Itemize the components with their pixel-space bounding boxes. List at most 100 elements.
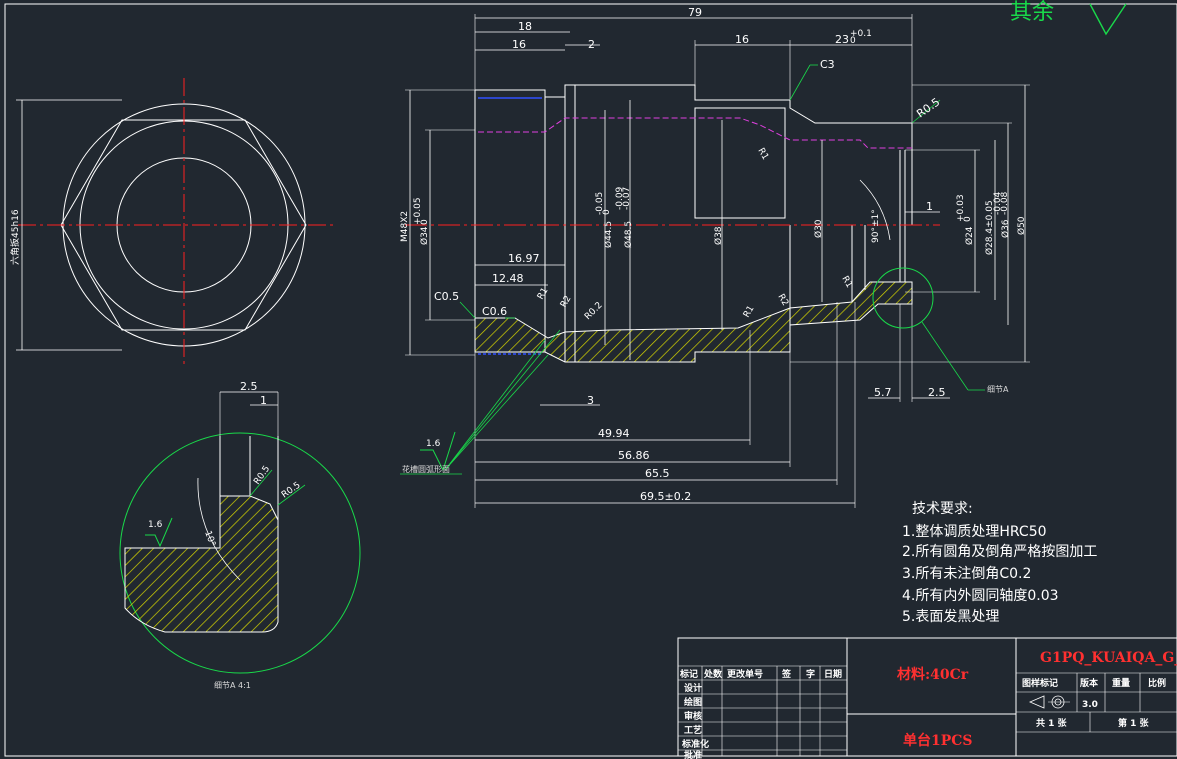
dim-d485-tol-upper: -0.09 [615,186,625,210]
dim-79: 79 [688,6,702,19]
dim-d445-tol-lower: 0 [602,209,612,215]
projection-symbol-icon [1028,695,1070,709]
detail-caption: 细节A 4:1 [214,680,251,690]
dim-23-tol-lower: 0 [850,36,856,46]
roughness-value-main: 1.6 [426,439,441,449]
detail-dim-1: 1 [260,394,267,407]
tb-drawing-code: G1PQ_KUAIQA_G_X_4 [1040,650,1177,666]
dim-16-left: 16 [512,38,526,51]
dim-m48x2: M48X2 [400,211,410,242]
dim-d36-tol-lower: -0.08 [1000,191,1010,215]
dim-1697: 16.97 [508,252,540,265]
tb-info-scale: 比例 [1148,677,1166,689]
tb-scale-value: 3.0 [1082,700,1098,710]
tech-req-item-5: 5.表面发黑处理 [902,609,999,625]
hex-size-label: 六角扳45h16 [9,209,21,265]
tb-info-version: 版本 [1079,677,1099,689]
title-block-frame [677,637,1177,757]
dim-d30: Ø30 [813,219,824,238]
leader-c3 [789,64,811,101]
dim-d34-tol-lower: 0 [420,219,430,225]
detail-angle-arc [197,477,241,581]
tech-req-item-4: 4.所有内外圆同轴度0.03 [902,588,1059,604]
angle-arc [859,179,891,241]
dim-d485: Ø48.5 [623,221,634,248]
dim-d24-tol-lower: 0 [963,216,973,222]
tb-sheet-total: 共 1 张 [1036,717,1068,729]
title-block: 标记 处数 更改单号 签 字 日期 设计 绘图 审核 工艺 标准化 批准 材料:… [677,637,1177,759]
dim-d50: Ø50 [1016,216,1027,235]
hidden-bore-line [478,117,912,149]
detail-roughness-symbol [145,517,173,548]
tb-header-date: 日期 [824,668,842,680]
roughness-leader-3 [444,354,549,471]
detail-r05-b: R0.5 [280,480,303,500]
dim-d24: Ø24 [964,226,975,245]
dim-1: 1 [926,200,933,213]
dim-23-tol-upper: +0.1 [850,29,872,39]
dim-c05: C0.5 [434,290,459,303]
dim-d445-tol-upper: -0.05 [595,192,605,215]
dim-57: 5.7 [874,386,892,399]
tb-row-check: 审核 [684,710,702,722]
detail-roughness-value: 1.6 [148,520,163,530]
dim-d485-tol-lower: -0.07 [622,187,632,210]
corner-text: 其余 [1010,0,1054,25]
roughness-leader-1 [444,339,546,471]
tb-quantity: 单台1PCS [903,732,973,749]
detail-boundary-circle [119,432,361,674]
callout-r02: R0.2 [583,300,605,322]
detail-a-view: 2.5 1 R0.5 R0.5 10° 1.6 细节A 4:1 [119,380,361,690]
tb-info-weight: 重量 [1112,677,1130,689]
dim-d284: Ø28.4±0.05 [984,200,995,255]
tb-row-draw: 绘图 [684,696,702,708]
tech-requirements: 技术要求: 1.整体调质处理HRC50 2.所有圆角及倒角严格按图加工 3.所有… [902,501,1097,625]
main-view: 79 18 16 2 16 23 +0.1 0 C3 R0.5 R1 R2 R0… [400,6,1030,508]
tb-material: 材料:40Cr [897,666,969,683]
callout-c3: C3 [820,58,835,71]
detail-a-label: 细节A [987,384,1009,394]
corner-roughness-symbol [1089,3,1127,36]
dim-18: 18 [518,20,532,33]
detail-angle: 10° [202,530,217,548]
dim-d36-tol-upper: -0.04 [993,191,1003,215]
dim-d34-tol-upper: +0.05 [413,197,423,225]
roughness-note: 花槽圆弧形面 [402,464,450,474]
dim-5686: 56.86 [618,449,650,462]
detail-a-circle [872,267,934,329]
tb-header-change: 更改单号 [727,668,763,680]
dim-2: 2 [588,38,595,51]
hex-flat-window [694,107,786,219]
outer-profile-top [475,84,913,225]
tb-row-approve: 批准 [684,749,702,759]
tb-header-char: 字 [806,668,815,680]
dim-c06: C0.6 [482,305,507,318]
detail-leader-r05a [249,469,273,497]
dim-4994: 49.94 [598,427,630,440]
tb-sheet-index: 第 1 张 [1118,717,1150,729]
dim-d38: Ø38 [713,226,724,245]
tb-row-process: 工艺 [684,724,702,736]
roughness-symbol-main [420,431,456,472]
detail-r05-a: R0.5 [252,464,272,487]
dim-d36: Ø36 [1000,219,1011,238]
detail-leader-r05b [277,484,306,506]
dim-695: 69.5±0.2 [640,490,691,503]
tb-header-sign: 签 [781,668,792,680]
dim-16-right: 16 [735,33,749,46]
callout-r1-b: R1 [742,304,757,319]
roughness-leader-2 [444,329,561,471]
callout-r1-a: R1 [536,286,551,301]
dim-d445: Ø44.5 [603,221,614,248]
tb-row-standard: 标准化 [681,738,709,750]
tb-row-design: 设计 [684,682,702,694]
dim-655: 65.5 [645,467,670,480]
callout-r2-b: R2 [775,293,790,308]
tb-header-mark: 标记 [679,668,698,680]
tb-info-mark: 图样标记 [1022,677,1058,689]
leader-c05 [459,301,476,319]
dim-angle: 90°±1° [871,209,881,243]
drawing-frame [4,3,1177,757]
detail-a-leader [921,321,969,391]
